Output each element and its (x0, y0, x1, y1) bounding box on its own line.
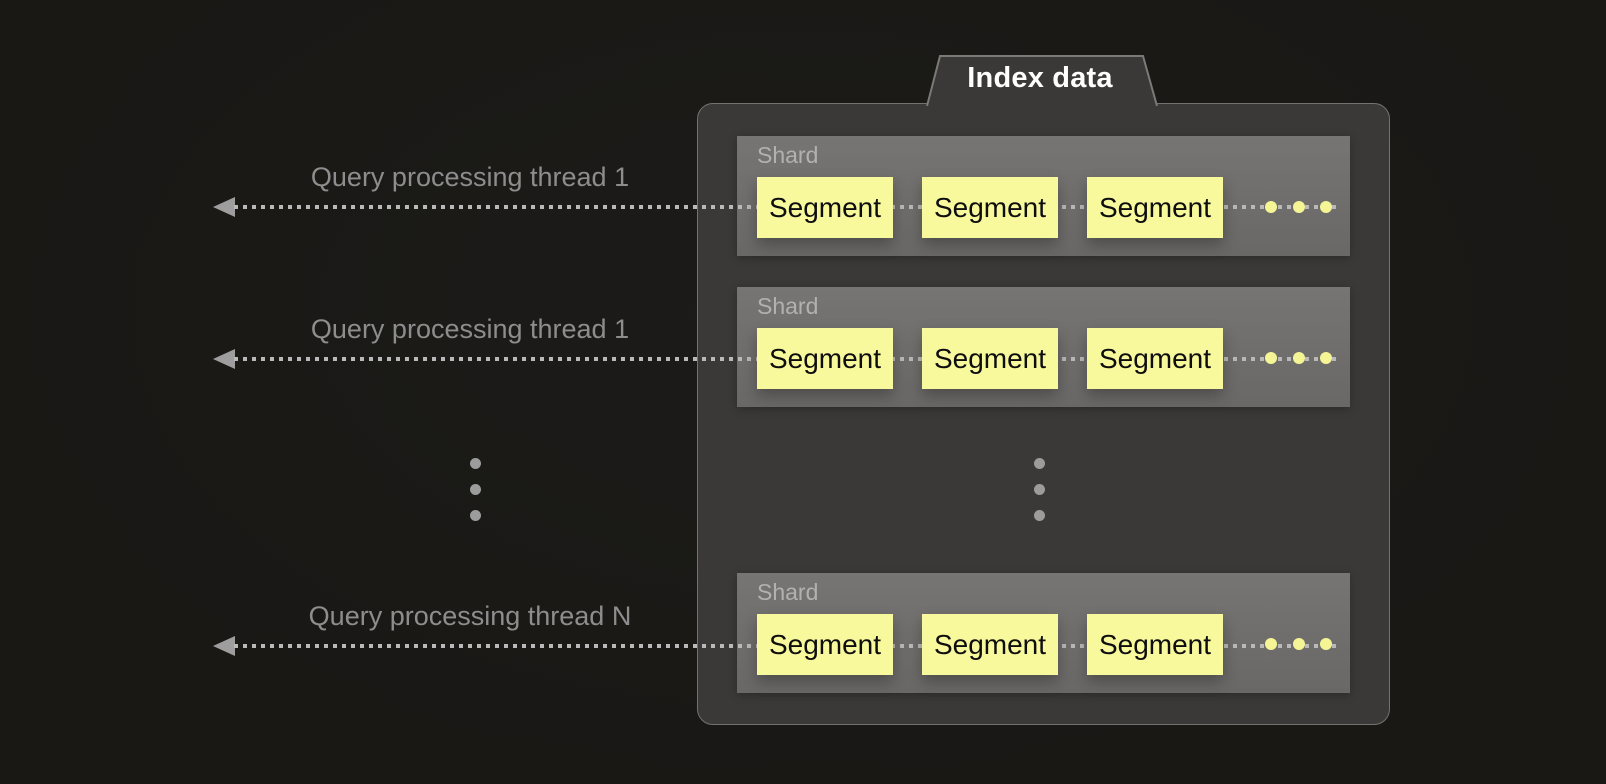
index-data-tab-label: Index data (967, 62, 1113, 94)
segment-box: Segment (1087, 614, 1223, 675)
shard-label: Shard (757, 579, 819, 605)
segment-box: Segment (757, 614, 893, 675)
more-threads-ellipsis-icon (470, 458, 481, 536)
arrowhead-left-icon (213, 349, 235, 369)
thread-label-n: Query processing thread N (308, 601, 632, 631)
segment-label: Segment (768, 191, 882, 223)
segment-label: Segment (768, 342, 882, 374)
segment-label: Segment (933, 342, 1047, 374)
shard-label: Shard (757, 142, 819, 168)
segment-box: Segment (922, 614, 1058, 675)
segment-label: Segment (933, 628, 1047, 660)
thread-label-2: Query processing thread 1 (310, 314, 630, 344)
segment-label: Segment (933, 191, 1047, 223)
segment-box: Segment (1087, 177, 1223, 238)
more-shards-ellipsis-icon (1034, 458, 1045, 536)
shard-label: Shard (757, 293, 819, 319)
more-segments-ellipsis-icon (1265, 638, 1369, 650)
segment-box: Segment (1087, 328, 1223, 389)
segment-label: Segment (1098, 191, 1212, 223)
segment-box: Segment (757, 328, 893, 389)
segment-label: Segment (1098, 628, 1212, 660)
segment-label: Segment (1098, 342, 1212, 374)
shard-box-1: Shard Segment Segment Segment (737, 136, 1350, 256)
segment-label: Segment (768, 628, 882, 660)
index-data-tab (926, 55, 1158, 106)
arrowhead-left-icon (213, 197, 235, 217)
segment-box: Segment (757, 177, 893, 238)
shard-box-3: Shard Segment Segment Segment (737, 573, 1350, 693)
more-segments-ellipsis-icon (1265, 352, 1369, 364)
arrowhead-left-icon (213, 636, 235, 656)
segment-box: Segment (922, 177, 1058, 238)
segment-box: Segment (922, 328, 1058, 389)
thread-label-1: Query processing thread 1 (310, 162, 630, 192)
shard-box-2: Shard Segment Segment Segment (737, 287, 1350, 407)
more-segments-ellipsis-icon (1265, 201, 1369, 213)
